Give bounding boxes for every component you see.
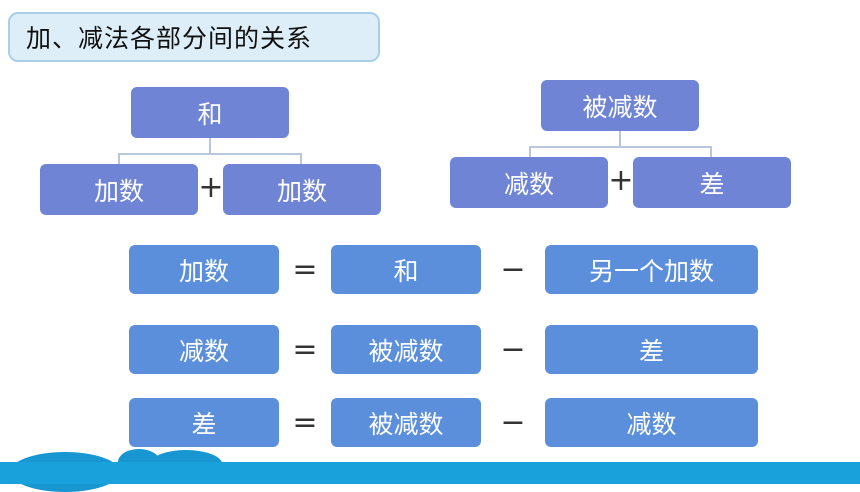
add-tree-connector-left [118, 153, 120, 165]
equation-3-a: 被减数 [368, 409, 444, 439]
equation-3-a-box: 被减数 [331, 398, 481, 447]
equation-2-b-box: 差 [545, 325, 758, 374]
add-tree-connector-stem [209, 138, 211, 154]
equation-2-a: 被减数 [368, 336, 444, 366]
add-tree-right-box: 加数 [223, 164, 381, 215]
add-tree-left-box: 加数 [40, 164, 198, 215]
equation-1-lhs: 加数 [178, 256, 229, 286]
sub-tree-top-box: 被减数 [541, 80, 699, 131]
equation-3-lhs: 差 [191, 409, 217, 439]
add-tree-connector-bar [118, 153, 302, 155]
add-tree-top-box: 和 [131, 87, 289, 138]
sub-tree-top-label: 被减数 [582, 92, 658, 122]
equation-3-b-box: 减数 [545, 398, 758, 447]
equation-1-minus-sign: − [500, 252, 526, 287]
add-tree-right-label: 加数 [276, 176, 327, 206]
equation-1-b-box: 另一个加数 [545, 245, 758, 294]
page-title: 加、减法各部分间的关系 [26, 24, 313, 53]
equation-1-a: 和 [393, 256, 419, 286]
equation-1-b: 另一个加数 [588, 256, 714, 286]
add-tree-top-label: 和 [197, 99, 223, 129]
sub-tree-left-label: 减数 [503, 169, 554, 199]
sub-tree-right-label: 差 [699, 169, 725, 199]
sub-tree-connector-right [710, 146, 712, 158]
equation-2-lhs-box: 减数 [129, 325, 279, 374]
sub-tree-left-box: 减数 [450, 157, 608, 208]
sub-tree-connector-left [529, 146, 531, 158]
equation-1-a-box: 和 [331, 245, 481, 294]
equation-3-b: 减数 [626, 409, 677, 439]
add-tree-plus-sign: + [198, 170, 224, 205]
equation-2-a-box: 被减数 [331, 325, 481, 374]
equation-2-b: 差 [638, 336, 664, 366]
title-banner: 加、减法各部分间的关系 [8, 12, 380, 62]
bottom-decorative-band [0, 462, 860, 484]
sub-tree-plus-sign: + [608, 163, 634, 198]
sub-tree-right-box: 差 [633, 157, 791, 208]
equation-2-equals-sign: = [292, 332, 318, 367]
sub-tree-connector-bar [529, 146, 712, 148]
equation-3-lhs-box: 差 [129, 398, 279, 447]
equation-2-minus-sign: − [500, 332, 526, 367]
add-tree-left-label: 加数 [93, 176, 144, 206]
sub-tree-connector-stem [619, 131, 621, 147]
equation-3-minus-sign: − [500, 405, 526, 440]
equation-3-equals-sign: = [292, 405, 318, 440]
equation-1-equals-sign: = [292, 252, 318, 287]
equation-2-lhs: 减数 [178, 336, 229, 366]
equation-1-lhs-box: 加数 [129, 245, 279, 294]
add-tree-connector-right [300, 153, 302, 165]
